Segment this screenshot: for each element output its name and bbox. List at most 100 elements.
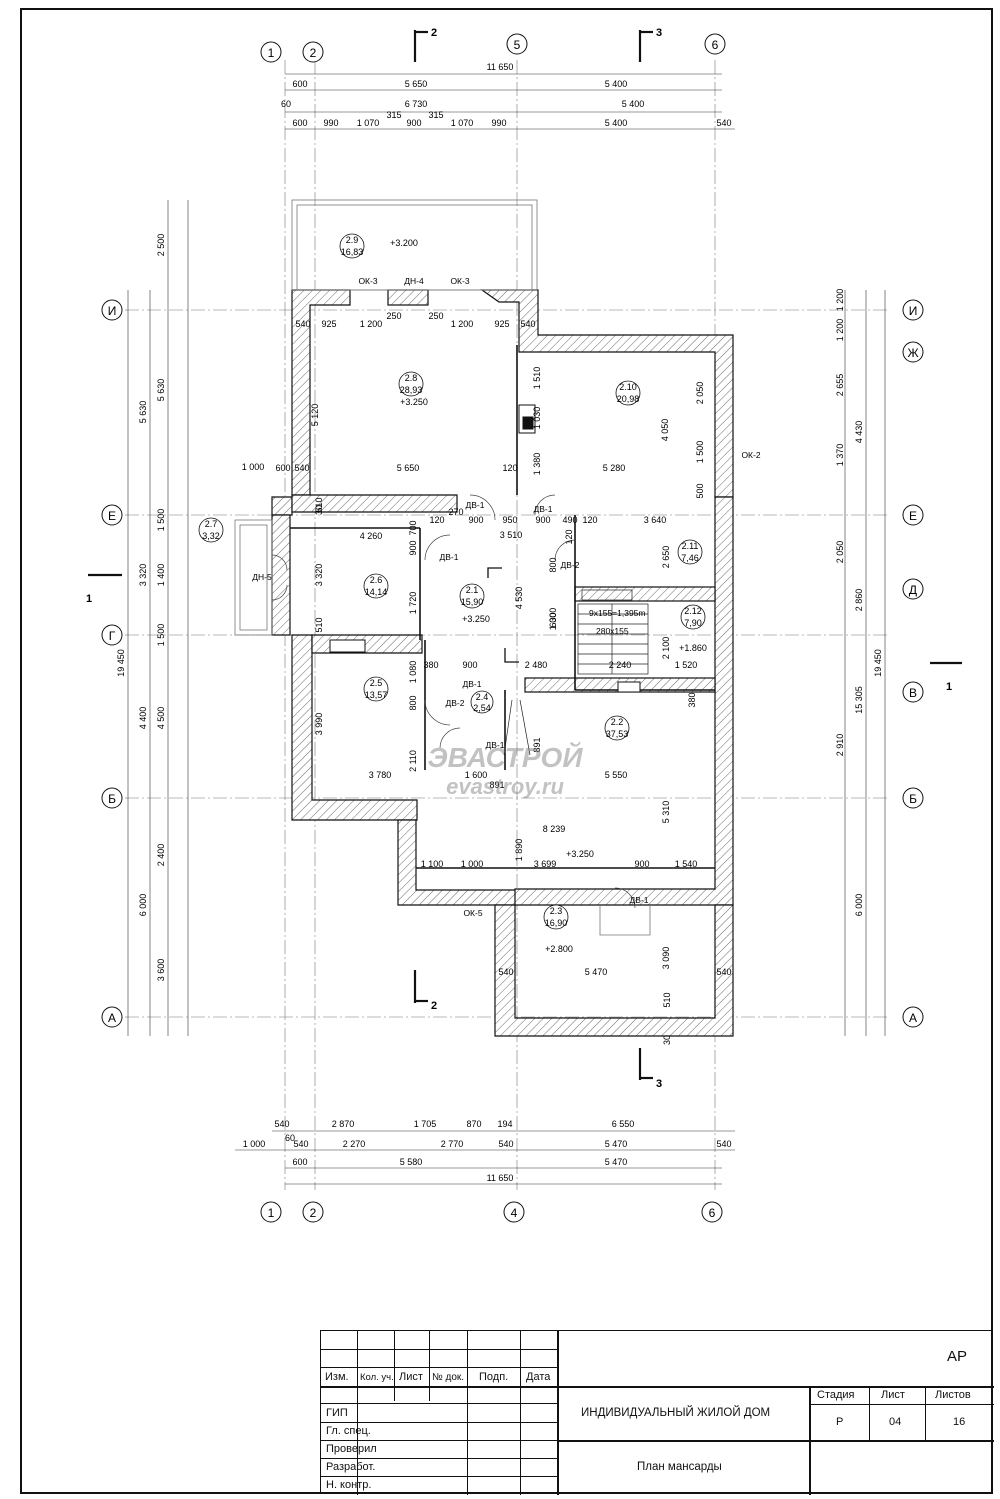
interior-dim: 900 <box>634 859 649 869</box>
room-area: 16,83 <box>341 247 364 257</box>
interior-dim: 900 <box>535 515 550 525</box>
dim: 2 050 <box>835 541 845 564</box>
room-id: 2.7 <box>205 519 218 529</box>
interior-dim: 1 540 <box>675 859 698 869</box>
room-area: 2,54 <box>473 703 491 713</box>
dim: 1 070 <box>357 118 380 128</box>
project-title: ИНДИВИДУАЛЬНЫЙ ЖИЛОЙ ДОМ <box>581 1407 771 1419</box>
interior-dim: 30 <box>314 505 324 515</box>
dim: 2 500 <box>156 234 166 257</box>
dim: 19 450 <box>873 649 883 677</box>
section-label: 2 <box>431 1000 437 1012</box>
interior-dim: 1 890 <box>514 839 524 862</box>
stamp-role: Разработ. <box>326 1461 376 1473</box>
interior-dim: 1 200 <box>451 319 474 329</box>
dim: 1 370 <box>835 444 845 467</box>
room-area: 3,32 <box>202 531 220 541</box>
interior-dim: 250 <box>386 311 401 321</box>
stair-tread: 280x155 <box>596 626 629 636</box>
room-area: 15,90 <box>461 597 484 607</box>
interior-dim: 4 530 <box>514 587 524 610</box>
interior-dim: 2 100 <box>661 637 671 660</box>
axis-bubbles <box>101 33 924 1223</box>
axis-left-A: А <box>108 1011 116 1025</box>
sheets-label: Листов <box>935 1389 971 1401</box>
opening-tag: ДВ-1 <box>534 504 553 514</box>
interior-dim: 250 <box>428 311 443 321</box>
interior-dim: 540 <box>520 319 535 329</box>
dim: 600 <box>292 79 307 89</box>
room-id: 2.4 <box>476 692 489 702</box>
room-level: +3.200 <box>390 238 418 248</box>
dim: 1 070 <box>451 118 474 128</box>
interior-dim: 1 000 <box>461 859 484 869</box>
interior-dim: 1 600 <box>465 770 488 780</box>
axis-right-I: И <box>909 304 918 318</box>
interior-dim: 891 <box>532 737 542 752</box>
dim: 900 <box>406 118 421 128</box>
dim: 6 000 <box>854 894 864 917</box>
sheet-label: Лист <box>881 1389 905 1401</box>
dim: 6 730 <box>405 99 428 109</box>
interior-dim: 925 <box>321 319 336 329</box>
dim: 4 400 <box>138 707 148 730</box>
opening-tag: ОК-3 <box>450 276 469 286</box>
stamp-header-sign: Подп. <box>479 1371 509 1383</box>
interior-dim: 2 240 <box>609 660 632 670</box>
interior-dim: 950 <box>502 515 517 525</box>
room-level: +3.250 <box>566 849 594 859</box>
interior-dim: 3 510 <box>500 530 523 540</box>
dim: 2 860 <box>854 589 864 612</box>
dim: 1 400 <box>156 564 166 587</box>
opening-tag: ДВ-1 <box>466 500 485 510</box>
wall-2-5-top <box>311 634 423 654</box>
dim: 5 580 <box>400 1157 423 1167</box>
section-label: 3 <box>656 1078 662 1090</box>
interior-dim: 3 090 <box>661 947 671 970</box>
wall-left-middle <box>271 496 293 516</box>
interior-dim: 1 720 <box>408 592 418 615</box>
wall-room-2-5-outline <box>291 634 418 821</box>
stamp-header-sheet: Лист <box>399 1371 423 1383</box>
interior-dim: 510 <box>662 992 672 1007</box>
opening-tags: ОК-3 ДН-4 ОК-3 ОК-2 ДВ-1 ДВ-1 ДВ-1 ДВ-2 … <box>252 276 761 918</box>
interior-dim: 1 520 <box>675 660 698 670</box>
stair-steps: 9x155=1,395m <box>589 608 645 618</box>
interior-dim: 2 110 <box>408 750 418 772</box>
interior-dim: 3 780 <box>369 770 392 780</box>
dim: 2 655 <box>835 374 845 397</box>
interior-dim: 120 <box>429 515 444 525</box>
room-level: +2.800 <box>545 944 573 954</box>
dim: 2 270 <box>343 1139 366 1149</box>
interior-dim: 540 <box>294 463 309 473</box>
stamp-role: Проверил <box>326 1443 377 1455</box>
interior-dim: 270 <box>448 507 463 517</box>
axis-right-V: В <box>909 686 917 700</box>
dim: 4 500 <box>156 707 166 730</box>
interior-dim: 800 <box>408 695 418 710</box>
section-label: 1 <box>86 593 92 605</box>
room-id: 2.8 <box>405 373 418 383</box>
interior-dim: 891 <box>489 780 504 790</box>
partitions <box>290 345 715 869</box>
watermark-line2: evastroy.ru <box>446 774 564 799</box>
dim: 870 <box>466 1119 481 1129</box>
interior-dim: 800 <box>548 557 558 572</box>
dim: 5 630 <box>138 401 148 424</box>
sheet-value: 04 <box>889 1416 902 1428</box>
room-area: 13,57 <box>365 690 388 700</box>
dim: 1 200 <box>835 289 845 312</box>
room-level: +3.250 <box>400 397 428 407</box>
stamp-header-date: Дата <box>526 1371 551 1383</box>
dim: 540 <box>498 1139 513 1149</box>
dim: 5 630 <box>156 379 166 402</box>
room-labels: 2.9 16,83 +3.200 2.8 28,93 +3.250 2.10 2… <box>202 235 707 954</box>
dim: 540 <box>293 1139 308 1149</box>
dim: 540 <box>274 1119 289 1129</box>
interior-dim: 700 <box>408 520 418 535</box>
sheets-value: 16 <box>953 1416 966 1428</box>
interior-dim: 30 <box>662 1035 672 1045</box>
dim: 194 <box>497 1119 512 1129</box>
axis-bottom-1: 1 <box>268 1206 275 1220</box>
